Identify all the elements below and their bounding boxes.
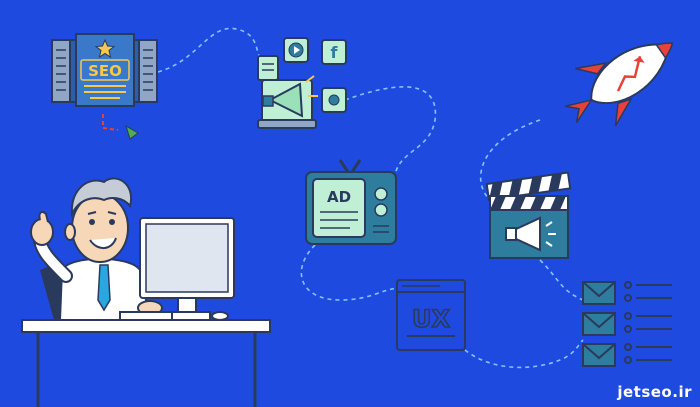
keyboard-icon (119, 311, 173, 321)
seo-icon: SEO (51, 33, 158, 140)
ux-window-icon: UX (396, 279, 466, 351)
connector-ux-email (464, 339, 584, 369)
brand-tld: ir (678, 383, 692, 401)
connector-tv-ux (300, 244, 399, 301)
tv-ad-icon: AD (305, 159, 397, 245)
record-icon (328, 94, 340, 106)
ad-label: AD (327, 188, 351, 206)
seo-label: SEO (88, 62, 122, 80)
dashed-connectors (157, 27, 584, 369)
thumb-icon (38, 211, 49, 223)
clapperboard-megaphone-icon (485, 171, 572, 259)
email-icon (582, 281, 616, 305)
connector-clapper-email (539, 259, 584, 301)
connector-rocket-clapper (479, 119, 541, 201)
pointer-arrow-icon (102, 114, 119, 131)
social-media-marketing-icon: f (257, 37, 347, 129)
connector-social-tv (344, 86, 437, 176)
businessman-thumbs-up-icon (21, 177, 271, 407)
ux-label: UX (412, 305, 450, 333)
email-icon (582, 312, 616, 336)
star-icon (94, 38, 116, 59)
tie-icon (97, 264, 111, 312)
brand-name: jetseo (617, 383, 673, 401)
facebook-icon: f (331, 43, 339, 62)
megaphone-icon (267, 82, 304, 118)
connector-seo-social (157, 27, 263, 73)
mouse-icon (211, 311, 229, 321)
email-icon (582, 343, 616, 367)
email-list-icon (582, 281, 672, 367)
brand-dot: . (672, 383, 679, 401)
brand-watermark: jetseo.ir (617, 383, 692, 401)
flame-icon (564, 98, 593, 124)
rocket-icon (564, 42, 674, 127)
